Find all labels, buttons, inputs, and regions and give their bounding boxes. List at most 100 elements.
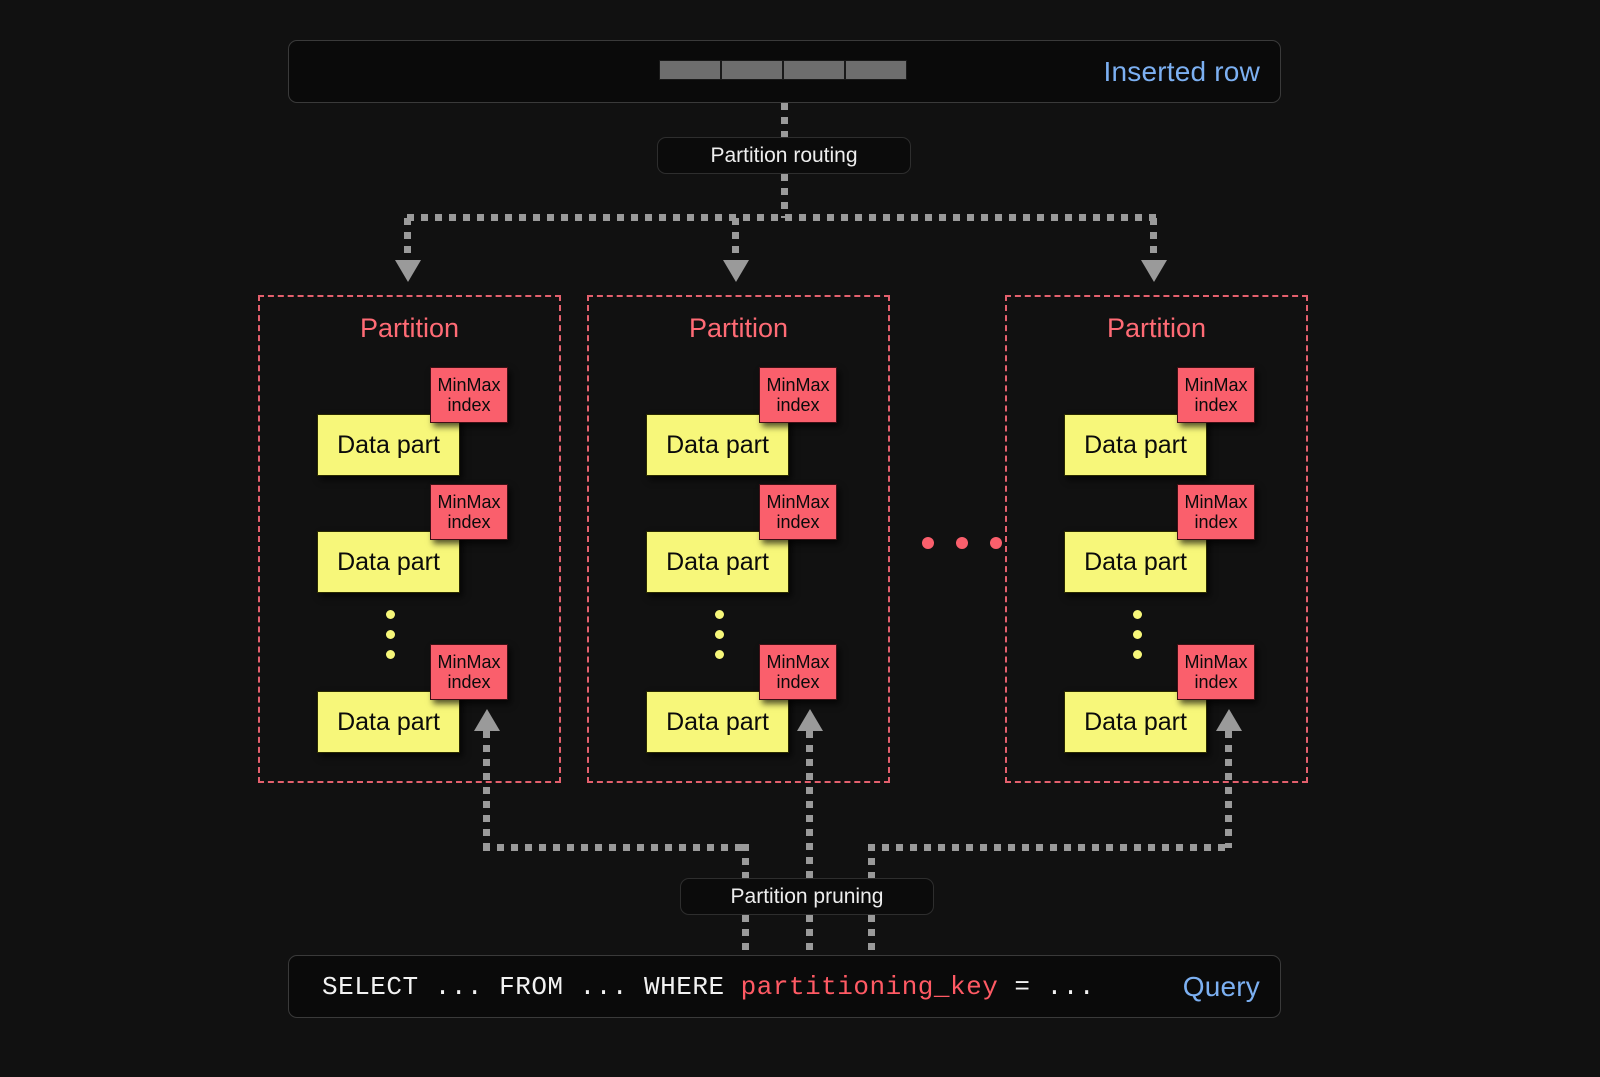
connector-prune-bus-left [483,844,745,851]
connector-drop-partition-1 [404,218,411,264]
data-part-box: Data part [1064,531,1207,593]
inserted-row-cells [659,60,907,80]
part-row: MinMax index Data part [589,644,888,753]
query-keyword: partitioning_key [740,971,999,1002]
ellipsis-dot [1133,630,1142,639]
minmax-index-label: MinMax index [766,374,830,415]
minmax-index-box: MinMax index [430,644,508,700]
inserted-row-bar: Inserted row [288,40,1281,103]
data-part-label: Data part [666,547,769,576]
partition-pruning-label: Partition pruning [730,884,884,908]
connector-drop-partition-3 [1150,218,1157,264]
part-row: MinMax index Data part [1007,367,1306,476]
minmax-index-box: MinMax index [759,644,837,700]
ellipsis-dot [715,650,724,659]
minmax-index-label: MinMax index [1184,651,1248,692]
arrow-down-icon [1141,260,1167,282]
partition-1: Partition MinMax index Data part MinMax … [258,295,561,783]
partition-ellipsis [922,537,1002,549]
connector-prune-into-box-3 [868,844,875,881]
part-row: MinMax index Data part [260,484,559,593]
arrow-down-icon [723,260,749,282]
part-row: MinMax index Data part [1007,484,1306,593]
ellipsis-dot [386,610,395,619]
arrow-up-icon [474,709,500,731]
minmax-index-label: MinMax index [1184,491,1248,532]
minmax-index-box: MinMax index [430,367,508,423]
minmax-index-label: MinMax index [1184,374,1248,415]
data-part-label: Data part [1084,430,1187,459]
connector-routing-bus [407,214,1158,221]
minmax-index-box: MinMax index [759,367,837,423]
connector-drop-partition-2 [732,218,739,264]
data-part-label: Data part [337,430,440,459]
data-part-ellipsis [715,610,724,659]
minmax-index-box: MinMax index [759,484,837,540]
data-part-box: Data part [317,531,460,593]
row-cell [721,60,783,80]
partition-title: Partition [688,313,789,343]
part-row: MinMax index Data part [260,367,559,476]
data-part-ellipsis [386,610,395,659]
connector-prune-partition-2 [806,731,813,881]
row-cell [783,60,845,80]
minmax-index-box: MinMax index [1177,367,1255,423]
arrow-down-icon [395,260,421,282]
data-part-label: Data part [666,430,769,459]
query-bar: SELECT ... FROM ... WHERE partitioning_k… [288,955,1281,1018]
ellipsis-dot [1133,610,1142,619]
connector-prune-bus-right [868,844,1232,851]
connector-pruning-to-query-1 [742,915,749,955]
connector-pruning-to-query-2 [806,915,813,955]
part-row: MinMax index Data part [589,484,888,593]
data-part-box: Data part [646,531,789,593]
data-part-box: Data part [646,691,789,753]
data-part-box: Data part [1064,414,1207,476]
minmax-index-label: MinMax index [766,491,830,532]
data-part-label: Data part [337,707,440,736]
query-text: SELECT ... FROM ... WHERE partitioning_k… [322,972,1095,1002]
connector-prune-partition-1 [483,731,490,848]
ellipsis-dot [386,630,395,639]
part-row: MinMax index Data part [260,644,559,753]
data-part-ellipsis [1133,610,1142,659]
part-row: MinMax index Data part [589,367,888,476]
connector-pruning-to-query-3 [868,915,875,955]
ellipsis-dot [990,537,1002,549]
ellipsis-dot [386,650,395,659]
ellipsis-dot [715,630,724,639]
partition-title: Partition [1106,313,1207,343]
minmax-index-box: MinMax index [430,484,508,540]
inserted-row-label: Inserted row [1103,55,1260,87]
minmax-index-label: MinMax index [437,374,501,415]
minmax-index-box: MinMax index [1177,644,1255,700]
row-cell [845,60,907,80]
connector-prune-into-box-1 [742,844,749,881]
query-prefix: SELECT ... FROM ... WHERE [322,971,741,1002]
data-part-label: Data part [666,707,769,736]
arrow-up-icon [797,709,823,731]
minmax-index-label: MinMax index [437,651,501,692]
connector-routing-stem [781,174,788,218]
partition-routing-box[interactable]: Partition routing [657,137,911,174]
partition-2: Partition MinMax index Data part MinMax … [587,295,890,783]
data-part-label: Data part [337,547,440,576]
ellipsis-dot [922,537,934,549]
ellipsis-dot [715,610,724,619]
data-part-box: Data part [317,414,460,476]
row-cell [659,60,721,80]
data-part-box: Data part [646,414,789,476]
connector-prune-partition-3 [1225,731,1232,848]
arrow-up-icon [1216,709,1242,731]
ellipsis-dot [956,537,968,549]
data-part-box: Data part [1064,691,1207,753]
data-part-label: Data part [1084,707,1187,736]
partition-pruning-box[interactable]: Partition pruning [680,878,934,915]
ellipsis-dot [1133,650,1142,659]
minmax-index-label: MinMax index [437,491,501,532]
query-suffix: = ... [998,971,1095,1002]
partition-3: Partition MinMax index Data part MinMax … [1005,295,1308,783]
connector-row-to-routing [781,103,788,137]
minmax-index-box: MinMax index [1177,484,1255,540]
